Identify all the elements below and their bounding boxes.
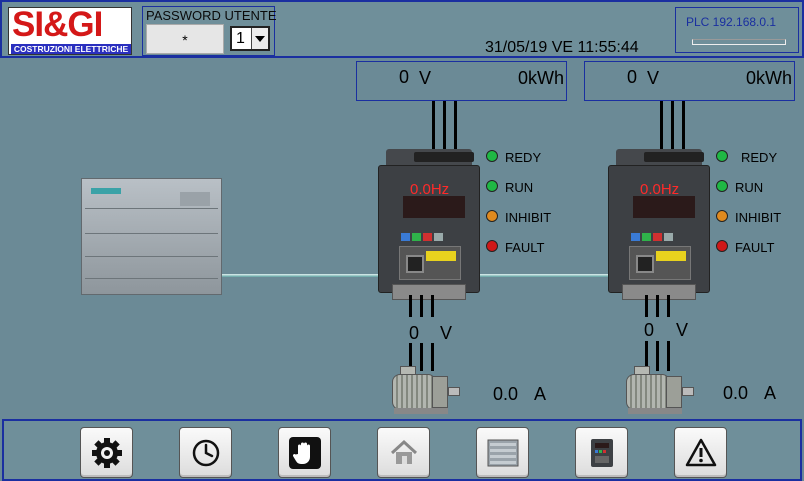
inverter-icon [591,439,613,467]
drive-2-run-label: RUN [735,180,764,195]
drive-2-meter: 0 V 0kWh [584,61,795,101]
drive-2-fault-label: FAULT [735,240,775,255]
drive-2-voltage: 0 [627,67,638,87]
plc-status-panel: PLC 192.168.0.1 [675,7,799,53]
drive-2-fault-led [716,240,728,252]
plc-connection-bar [692,39,786,45]
plc-device-image [81,178,222,295]
clock-button[interactable] [179,427,232,478]
clock-icon [192,439,220,467]
drive-2-ready-label: REDY [741,150,778,165]
drive-1-voltage: 0 [399,67,410,87]
drive-1-inhibit-label: INHIBIT [505,210,552,225]
drive-1-run-led [486,180,498,192]
drive-2-inverter[interactable]: 0.0Hz [608,149,710,300]
drive-1-run-label: RUN [505,180,534,195]
datetime-display: 31/05/19 VE 11:55:44 [485,39,639,56]
drive-1-energy: 0kWh [517,68,564,88]
drive-2-frequency: 0.0Hz [640,181,680,198]
drive-2-motor-current-unit: A [764,383,777,403]
drive-1-motor-voltage: 0 [409,323,420,343]
drive-1-motor-current: 0.0 [493,384,519,404]
drive-1-motor-voltage-unit: V [440,323,453,343]
drive-1-ready-led [486,150,498,162]
user-level-value: 1 [236,30,245,47]
header-bar: SI&GI COSTRUZIONI ELETTRICHE PASSWORD UT… [0,0,804,58]
drive-1-motor-current-unit: A [534,384,547,404]
inverter-button[interactable] [575,427,628,478]
logo-text: SI&GI [12,5,103,44]
settings-button[interactable] [80,427,133,478]
user-level-select[interactable]: 1 [230,26,270,51]
drive-2-motor[interactable] [622,366,694,414]
password-label: PASSWORD UTENTE [146,8,277,23]
drive-1-frequency: 0.0Hz [410,181,450,198]
alarm-button[interactable] [674,427,727,478]
home-button[interactable] [377,427,430,478]
drive-1-ready-label: REDY [505,150,542,165]
password-field[interactable]: * [146,24,224,54]
gear-icon [92,438,122,468]
logo-subtitle: COSTRUZIONI ELETTRICHE [11,44,131,54]
drive-2-energy: 0kWh [745,68,792,88]
plc-address: PLC 192.168.0.1 [686,15,777,29]
drive-2-voltage-unit: V [647,68,660,88]
bottom-toolbar [2,419,802,481]
drive-1-fault-label: FAULT [505,240,545,255]
drive-2-run-led [716,180,728,192]
drive-2-motor-voltage: 0 [644,320,655,340]
drive-2-inhibit-label: INHIBIT [735,210,782,225]
warning-icon [685,438,717,467]
manual-button[interactable] [278,427,331,478]
drive-1-voltage-unit: V [419,68,432,88]
plc-button[interactable] [476,427,529,478]
drive-1-motor[interactable] [388,366,460,414]
home-icon [390,439,418,464]
drive-1-inhibit-led [486,210,498,222]
drive-1-fault-led [486,240,498,252]
drive-1-meter: 0 V 0kWh [356,61,567,101]
plc-icon [487,439,519,467]
company-logo: SI&GI COSTRUZIONI ELETTRICHE [8,5,132,55]
password-panel: PASSWORD UTENTE * 1 [142,6,277,56]
drive-2-motor-voltage-unit: V [676,320,689,340]
drive-2-motor-current: 0.0 [723,383,749,403]
chevron-down-icon[interactable] [251,28,268,49]
hand-stop-icon [289,437,321,469]
drive-1-inverter[interactable]: 0.0Hz [378,149,480,300]
drive-2-inhibit-led [716,210,728,222]
drive-2-ready-led [716,150,728,162]
